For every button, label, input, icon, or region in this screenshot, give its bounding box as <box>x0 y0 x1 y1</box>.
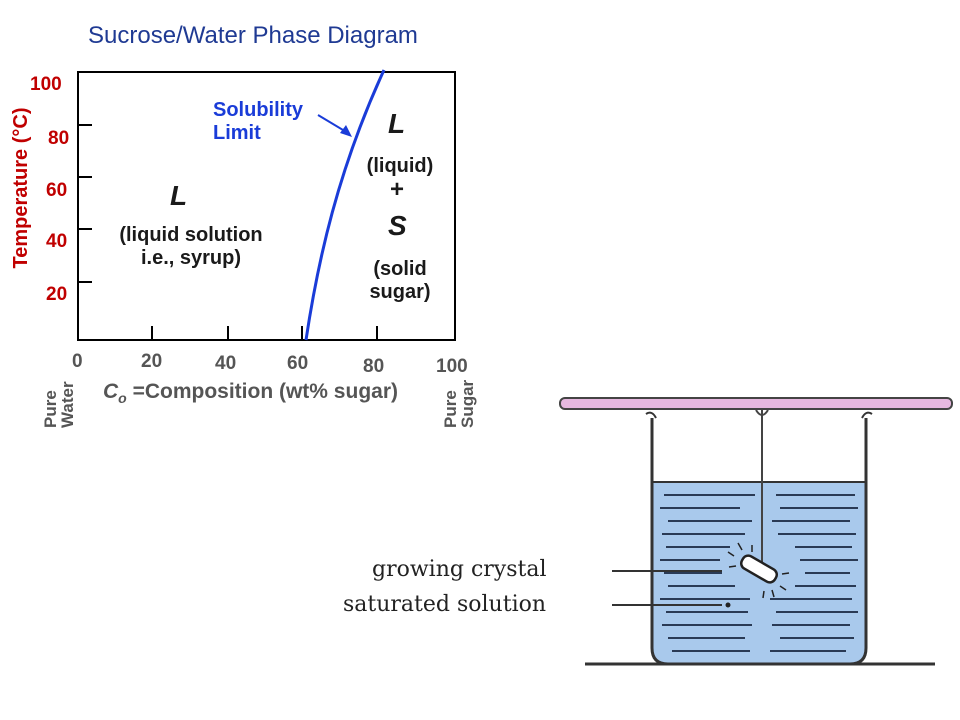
saturated-solution-label: saturated solution <box>343 592 547 617</box>
y-tick-40: 40 <box>46 231 68 252</box>
solubility-arrowhead <box>340 125 352 137</box>
region-liquid-desc-line1: (liquid solution <box>119 224 263 246</box>
diagram-title: Sucrose/Water Phase Diagram <box>88 22 418 49</box>
region-two-phase-liquid-desc: (liquid) <box>366 155 434 177</box>
x-axis-symbol: C <box>103 380 119 403</box>
y-axis-label: Temperature (°C) <box>10 107 32 269</box>
pure-sugar-line2: Sugar <box>458 379 477 428</box>
region-liquid-description: (liquid solution i.e., syrup) <box>96 224 286 270</box>
pure-water-line2: Water <box>58 381 77 428</box>
region-solid-desc-line1: (solid <box>373 258 427 280</box>
solubility-label-line1: Solubility <box>213 99 303 121</box>
x-tick-80: 80 <box>363 356 385 377</box>
solution-label-dot <box>725 602 731 608</box>
plot-frame <box>77 71 456 341</box>
beaker-lip-right <box>861 411 873 419</box>
support-rod <box>559 397 953 410</box>
beaker-lip-left <box>645 411 657 419</box>
x-tick-0: 0 <box>72 351 83 372</box>
y-tick-20: 20 <box>46 284 68 305</box>
x-tick-60: 60 <box>287 353 309 374</box>
x-axis-label: Co =Composition (wt% sugar) <box>103 380 398 406</box>
region-two-phase-solid-symbol: S <box>388 210 407 241</box>
x-axis-subscript: o <box>118 390 127 407</box>
region-two-phase-liquid-symbol: L <box>388 108 406 139</box>
region-solid-desc-line2: sugar) <box>369 281 431 303</box>
x-axis-text: =Composition (wt% sugar) <box>126 380 398 403</box>
pure-sugar-label: Pure Sugar <box>441 379 477 428</box>
region-two-phase-solid-desc: (solid sugar) <box>355 258 445 304</box>
thread-knot <box>755 409 769 416</box>
region-liquid-symbol: L <box>170 180 188 211</box>
x-tick-20: 20 <box>141 351 163 372</box>
x-tick-100: 100 <box>436 356 468 377</box>
y-tick-60: 60 <box>46 180 68 201</box>
pure-water-label: Pure Water <box>41 381 77 428</box>
y-tick-80: 80 <box>48 128 70 149</box>
growing-crystal <box>727 542 790 599</box>
solution-hatching <box>660 494 858 652</box>
pure-sugar-line1: Pure <box>441 390 460 428</box>
region-two-phase-plus: + <box>390 176 405 203</box>
solubility-label-line2: Limit <box>213 122 261 144</box>
y-tick-100: 100 <box>30 74 62 95</box>
x-tick-40: 40 <box>215 353 237 374</box>
solubility-curve <box>304 69 386 341</box>
region-liquid-desc-line2: i.e., syrup) <box>140 247 242 269</box>
solubility-limit-label: Solubility Limit <box>213 99 303 145</box>
growing-crystal-label: growing crystal <box>372 557 547 582</box>
pure-water-line1: Pure <box>41 390 60 428</box>
